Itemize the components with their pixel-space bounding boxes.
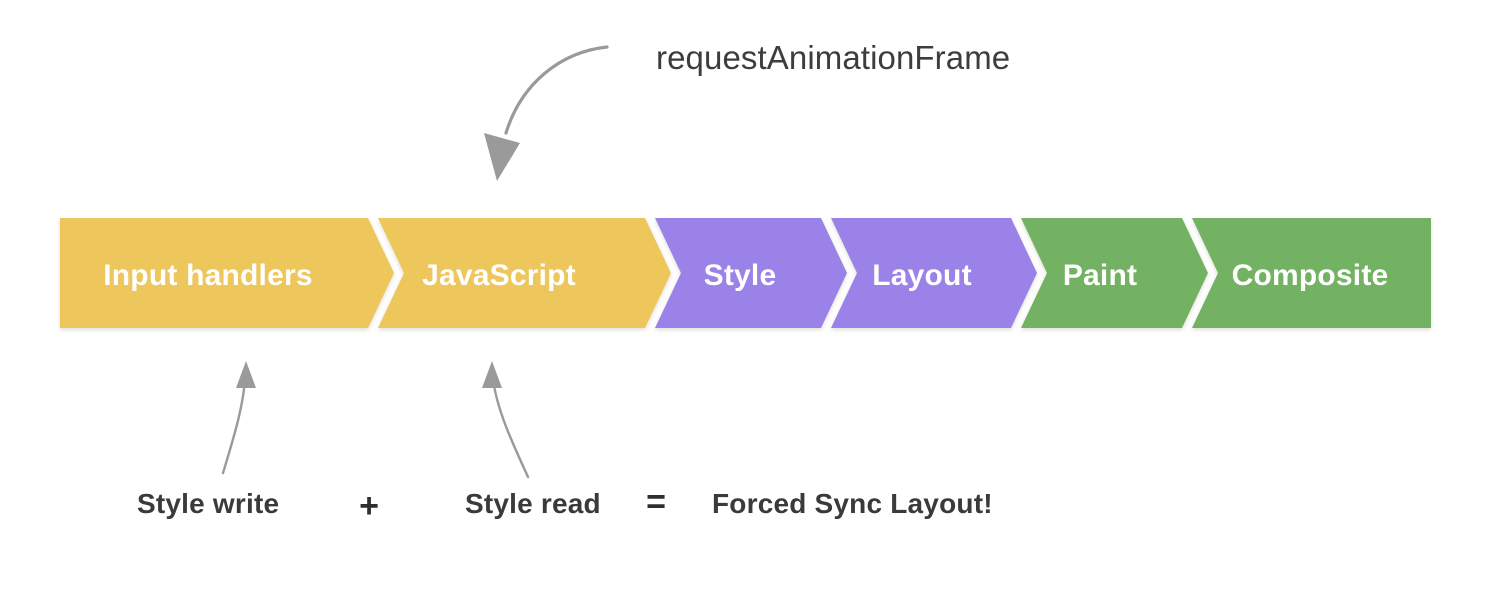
stage-block-style[interactable] bbox=[655, 218, 847, 328]
stage-label-style: Style bbox=[704, 259, 777, 292]
stage-label-javascript: JavaScript bbox=[422, 259, 576, 292]
stage-block-paint[interactable] bbox=[1021, 218, 1208, 328]
stage-label-layout: Layout bbox=[872, 259, 972, 292]
stage-label-composite: Composite bbox=[1232, 259, 1389, 292]
raf-callout: requestAnimationFrame bbox=[484, 39, 1010, 181]
style-write-arrow-head bbox=[236, 361, 256, 388]
stage-label-paint: Paint bbox=[1063, 259, 1137, 292]
stage-label-input-handlers: Input handlers bbox=[103, 259, 312, 292]
equation-operator-equals: = bbox=[646, 483, 666, 521]
equation-term-style-read: Style read bbox=[465, 488, 601, 519]
equation-result-forced-sync-layout: Forced Sync Layout! bbox=[712, 488, 993, 519]
style-write-arrow-line bbox=[221, 377, 247, 475]
equation-operator-plus: + bbox=[359, 487, 379, 525]
raf-label: requestAnimationFrame bbox=[656, 39, 1010, 76]
raf-curved-arrow-line bbox=[504, 45, 609, 135]
pipeline-stage-labels: Input handlers JavaScript Style Layout P… bbox=[103, 259, 1388, 292]
equation-term-style-write: Style write bbox=[137, 488, 279, 519]
equation-row: Style write + Style read = Forced Sync L… bbox=[137, 483, 993, 525]
stage-block-layout[interactable] bbox=[831, 218, 1037, 328]
raf-curved-arrow-head bbox=[484, 133, 520, 181]
stage-block-javascript[interactable] bbox=[378, 218, 671, 328]
annotation-arrows bbox=[221, 361, 530, 479]
pipeline-bar bbox=[60, 218, 1431, 328]
stage-block-input-handlers[interactable] bbox=[60, 218, 394, 328]
style-read-arrow-head bbox=[482, 361, 502, 388]
stage-block-composite[interactable] bbox=[1192, 218, 1431, 328]
style-read-arrow-line bbox=[491, 377, 530, 479]
